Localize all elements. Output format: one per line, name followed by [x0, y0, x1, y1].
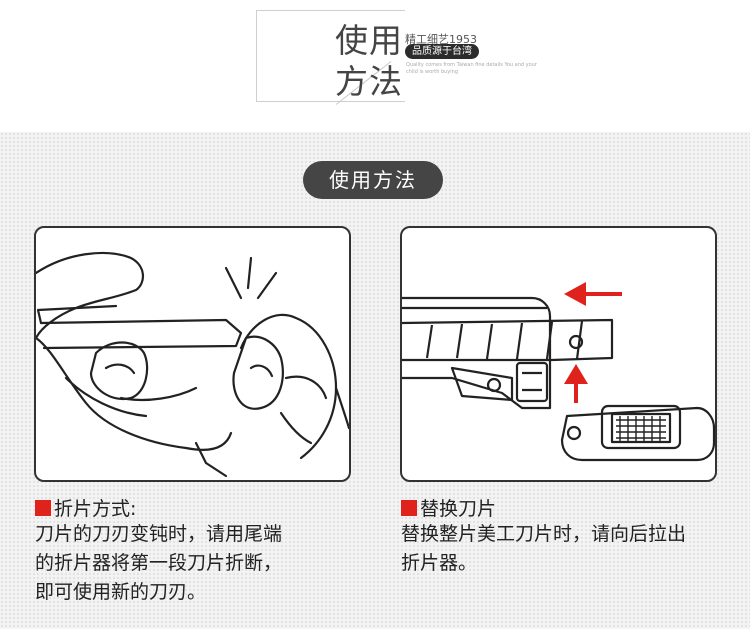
origin-badge: 品质源于台湾: [405, 44, 479, 59]
section-title-pill: 使用方法: [303, 161, 443, 199]
snap-method-line: 刀片的刀刃变钝时，请用尾端: [35, 523, 283, 545]
snap-blade-illustration: [36, 251, 349, 478]
snap-method-line: 的折片器将第一段刀片折断，: [35, 552, 283, 574]
red-square-bullet: [401, 500, 417, 516]
snap-method-line: 即可使用新的刀刃。: [35, 581, 207, 603]
replace-blade-heading: 替换刀片: [401, 494, 496, 521]
snap-blade-panel: [34, 226, 351, 482]
replace-blade-line: 折片器。: [401, 552, 478, 574]
replace-blade-description: 替换整片美工刀片时，请向后拉出 折片器。: [401, 520, 686, 578]
snap-method-heading: 折片方式:: [35, 494, 136, 521]
replace-blade-panel: [400, 226, 717, 482]
page-title: 使用方法: [335, 21, 403, 101]
title-frame: [256, 10, 405, 102]
title-slogan: 精工细艺1953: [405, 33, 477, 46]
replace-blade-heading-label: 替换刀片: [420, 498, 497, 520]
arrow-left-icon: [564, 282, 622, 306]
replace-blade-line: 替换整片美工刀片时，请向后拉出: [401, 523, 687, 545]
snap-method-description: 刀片的刀刃变钝时，请用尾端 的折片器将第一段刀片折断， 即可使用新的刀刃。: [35, 520, 282, 607]
replace-blade-illustration: [402, 282, 715, 462]
arrow-up-icon: [564, 364, 588, 403]
red-square-bullet: [35, 500, 51, 516]
title-fine-print: Quality comes from Taiwan fine details Y…: [406, 62, 537, 75]
snap-method-heading-label: 折片方式:: [54, 498, 137, 520]
